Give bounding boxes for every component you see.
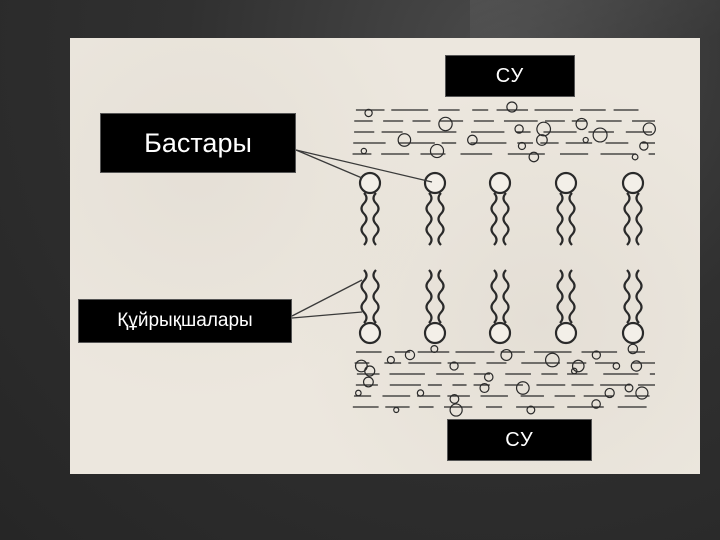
lipid-head xyxy=(556,323,576,343)
lipid-tail xyxy=(625,193,630,245)
tails-label: Құйрықшалары xyxy=(78,299,292,343)
water-molecules-bottom xyxy=(353,344,655,416)
lipid-head xyxy=(425,173,445,193)
lipid-tail xyxy=(374,270,379,323)
water-label-top: СУ xyxy=(445,55,575,97)
lipid-head xyxy=(556,173,576,193)
lipid-tail xyxy=(427,193,432,245)
water-molecule xyxy=(439,117,452,130)
water-molecule xyxy=(546,353,560,367)
water-molecule xyxy=(450,404,462,416)
water-molecule xyxy=(613,363,619,369)
water-molecule xyxy=(576,118,587,129)
lipid-layer-lower xyxy=(360,270,643,343)
lipid-head xyxy=(360,173,380,193)
heads-pointer-line xyxy=(296,150,362,178)
lipid-head xyxy=(623,173,643,193)
water-molecule xyxy=(417,390,423,396)
water-molecule xyxy=(356,360,368,372)
lipid-head xyxy=(425,323,445,343)
water-molecule xyxy=(643,123,655,135)
lipid-head xyxy=(623,323,643,343)
water-molecule xyxy=(356,390,362,396)
lipid-tail xyxy=(637,270,642,323)
lipid-tail xyxy=(558,270,563,323)
lipid-tail xyxy=(558,193,563,245)
water-molecule xyxy=(361,148,366,153)
water-molecule xyxy=(430,144,443,157)
lipid-tail xyxy=(504,193,509,245)
water-molecule xyxy=(537,135,548,146)
water-molecule xyxy=(583,137,588,142)
water-molecule xyxy=(573,360,585,372)
water-molecule xyxy=(394,407,399,412)
lipid-tail xyxy=(439,193,444,245)
water-molecule xyxy=(632,154,638,160)
water-molecule xyxy=(593,128,607,142)
lipid-tail xyxy=(439,270,444,323)
water-molecule xyxy=(636,387,648,399)
lipid-tail xyxy=(625,270,630,323)
lipid-tail xyxy=(362,193,367,245)
lipid-tail xyxy=(637,193,642,245)
lipid-tail xyxy=(374,193,379,245)
lipid-tail xyxy=(570,270,575,323)
lipid-head xyxy=(490,323,510,343)
water-molecules-top xyxy=(353,102,656,162)
lipid-tail xyxy=(504,270,509,323)
water-molecule xyxy=(517,382,530,395)
tails-pointer-line xyxy=(292,312,362,318)
water-molecule xyxy=(501,350,512,361)
tails-pointer-line xyxy=(292,280,362,316)
lipid-tail xyxy=(427,270,432,323)
lipid-layer-upper xyxy=(360,173,643,245)
lipid-head xyxy=(360,323,380,343)
lipid-tail xyxy=(492,270,497,323)
lipid-head xyxy=(490,173,510,193)
water-label-bottom: СУ xyxy=(447,419,592,461)
label-pointer-lines xyxy=(292,150,432,318)
heads-label: Бастары xyxy=(100,113,296,173)
lipid-tail xyxy=(492,193,497,245)
water-molecule xyxy=(537,122,551,136)
lipid-tail xyxy=(362,270,367,323)
water-molecule xyxy=(398,134,410,146)
lipid-tail xyxy=(570,193,575,245)
